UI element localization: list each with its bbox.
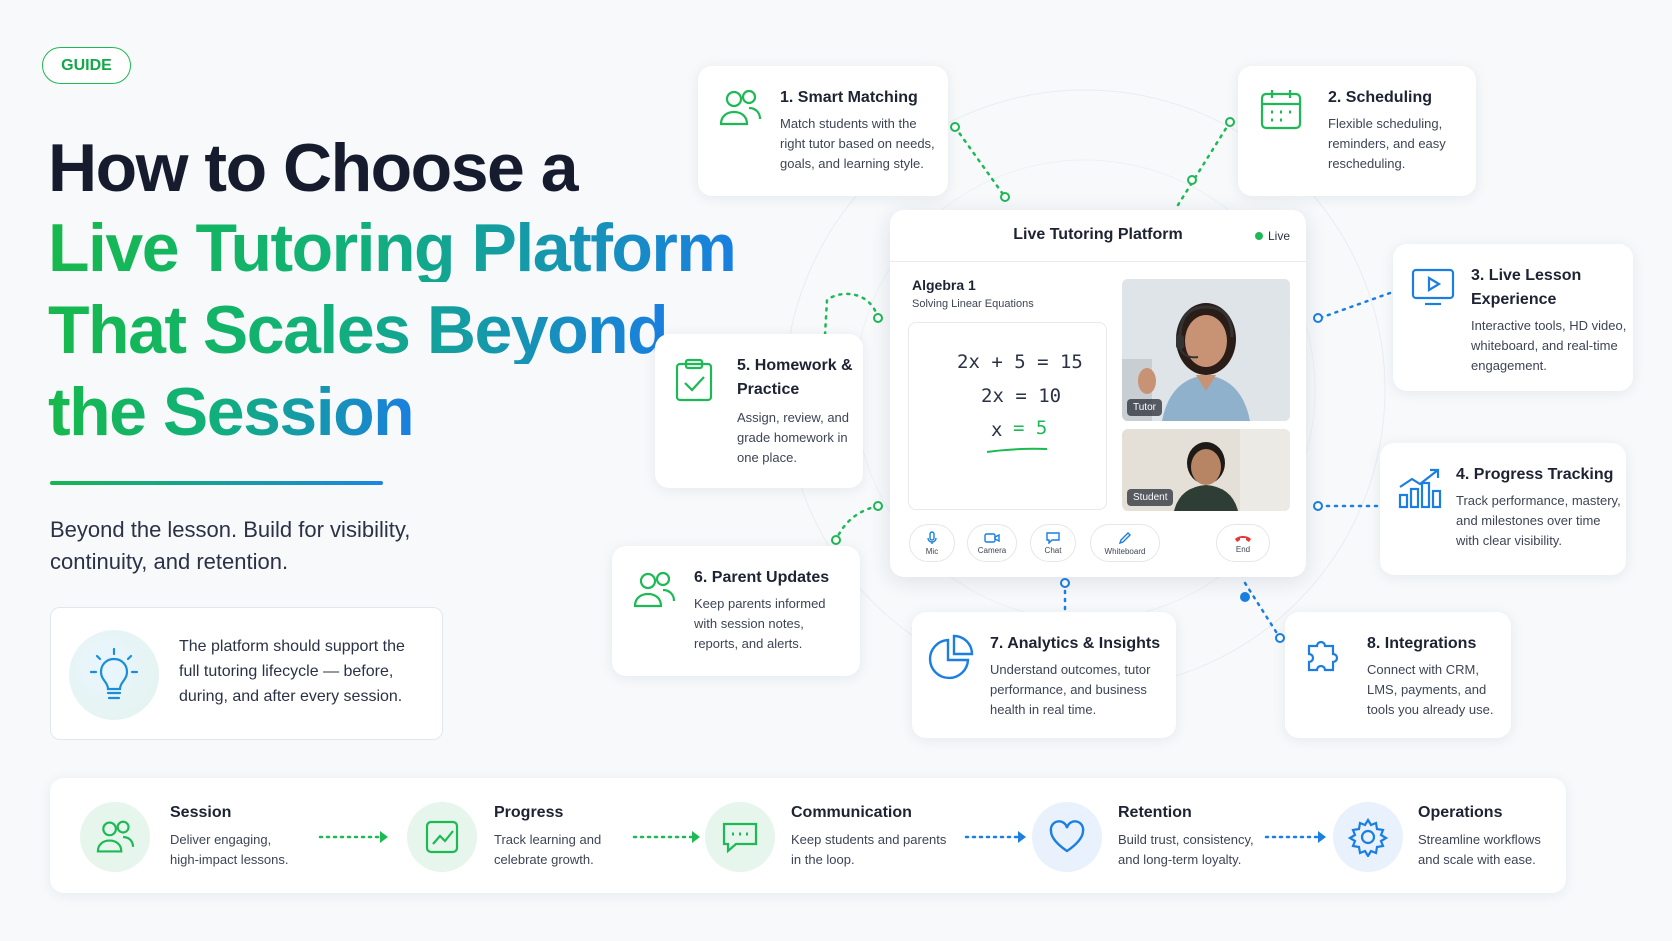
feature-desc: Assign, review, and grade homework in on…	[737, 410, 850, 465]
calendar-icon	[1260, 90, 1302, 130]
heart-icon	[1049, 820, 1085, 853]
lifecycle-callout: The platform should support the full tut…	[50, 607, 443, 740]
chat-button[interactable]: Chat	[1030, 524, 1076, 562]
step-title: Operations	[1418, 804, 1503, 821]
mic-icon	[927, 530, 937, 544]
feature-title: 4. Progress Tracking	[1456, 466, 1614, 483]
mic-button[interactable]: Mic	[909, 524, 955, 562]
live-dot-icon	[1254, 232, 1263, 240]
feature-desc: Keep parents informed with session notes…	[694, 596, 826, 651]
feature-card-progress-tracking[interactable]: 4. Progress Tracking Track performance, …	[1380, 443, 1626, 575]
step-title: Retention	[1118, 804, 1192, 821]
step-title: Communication	[791, 804, 912, 821]
pencil-icon	[1118, 531, 1131, 544]
chat-icon	[722, 822, 758, 854]
guide-tag: GUIDE	[42, 47, 131, 84]
step-title: Progress	[494, 804, 564, 821]
hang-up-icon	[1235, 535, 1251, 542]
feature-card-analytics[interactable]: 7. Analytics & Insights Understand outco…	[912, 612, 1176, 738]
feature-card-integrations[interactable]: 8. Integrations Connect with CRM, LMS, p…	[1285, 612, 1511, 738]
step-session-icon-wrap	[80, 802, 150, 872]
feature-desc: Flexible scheduling, reminders, and easy…	[1328, 116, 1446, 171]
whiteboard-button[interactable]: Whiteboard	[1090, 524, 1160, 562]
gear-icon	[1348, 817, 1388, 857]
student-label: Student	[1127, 489, 1174, 506]
feature-title: 7. Analytics & Insights	[990, 635, 1161, 652]
step-desc: Build trust, consistency, and long-term …	[1118, 832, 1254, 867]
feature-title: 5. Homework & Practice	[737, 357, 853, 398]
feature-card-live-lesson[interactable]: 3. Live Lesson Experience Interactive to…	[1393, 244, 1633, 391]
feature-card-homework[interactable]: 5. Homework & Practice Assign, review, a…	[655, 334, 863, 488]
hero-title-line-2: Live Tutoring Platform	[48, 210, 737, 286]
hero-title-line-3: That Scales Beyond	[48, 292, 669, 368]
tutor-label: Tutor	[1127, 399, 1162, 416]
chat-icon	[1046, 532, 1060, 544]
step-desc: Streamline workflows and scale with ease…	[1418, 832, 1541, 867]
equation-3-left: x	[991, 419, 1003, 441]
student-avatar	[1122, 429, 1290, 511]
step-desc: Keep students and parents in the loop.	[791, 832, 947, 867]
users-icon	[633, 571, 676, 608]
step-desc: Track learning and celebrate growth.	[494, 832, 602, 867]
whiteboard-area[interactable]: 2x + 5 = 15 2x = 10 x = 5	[908, 322, 1107, 510]
live-tutoring-panel: Live Tutoring Platform Live Algebra 1 So…	[890, 210, 1306, 577]
panel-header: Live Tutoring Platform Live	[890, 210, 1306, 262]
feature-desc: Connect with CRM, LMS, payments, and too…	[1367, 662, 1494, 717]
feature-desc: Interactive tools, HD video, whiteboard,…	[1471, 318, 1627, 373]
live-indicator: Live	[1254, 229, 1290, 243]
step-title: Session	[170, 804, 232, 821]
end-call-button[interactable]: End	[1216, 524, 1270, 562]
equation-2: 2x = 10	[981, 385, 1062, 407]
lightbulb-icon	[69, 630, 159, 720]
feature-card-scheduling[interactable]: 2. Scheduling Flexible scheduling, remin…	[1238, 66, 1476, 196]
tutor-avatar	[1122, 279, 1290, 421]
pie-chart-icon	[928, 634, 974, 680]
puzzle-icon	[1307, 640, 1339, 672]
feature-title: 1. Smart Matching	[780, 89, 918, 106]
title-divider	[50, 481, 383, 485]
clipboard-check-icon	[675, 358, 713, 402]
workflow-strip: Session Deliver engaging, high-impact le…	[50, 778, 1566, 893]
bar-chart-icon	[1398, 468, 1442, 509]
equation-1: 2x + 5 = 15	[957, 351, 1083, 373]
step-operations-icon-wrap	[1333, 802, 1403, 872]
monitor-play-icon	[1411, 268, 1455, 306]
callout-text: The platform should support the full tut…	[179, 638, 405, 705]
feature-desc: Match students with the right tutor base…	[780, 116, 935, 171]
feature-title: 3. Live Lesson Experience	[1471, 267, 1582, 308]
lesson-name: Solving Linear Equations	[912, 298, 1034, 310]
camera-icon	[984, 532, 1000, 543]
student-video[interactable]: Student	[1122, 429, 1290, 511]
step-desc: Deliver engaging, high-impact lessons.	[170, 832, 289, 867]
feature-title: 2. Scheduling	[1328, 89, 1433, 106]
users-icon	[96, 820, 135, 853]
panel-title: Live Tutoring Platform	[1013, 226, 1183, 243]
step-communication-icon-wrap	[705, 802, 775, 872]
live-label: Live	[1267, 229, 1290, 243]
answer-underline	[986, 447, 1048, 453]
tutor-video[interactable]: Tutor	[1122, 279, 1290, 421]
feature-card-smart-matching[interactable]: 1. Smart Matching Match students with th…	[698, 66, 948, 196]
chat-label: Chat	[1044, 546, 1062, 555]
mic-label: Mic	[925, 546, 939, 556]
hero-title-line-4: the Session	[48, 374, 415, 450]
hero-title-line-1: How to Choose a	[48, 130, 579, 206]
subtitle: Beyond the lesson. Build for visibility,…	[50, 517, 411, 574]
end-label: End	[1235, 544, 1251, 554]
feature-card-parent-updates[interactable]: 6. Parent Updates Keep parents informed …	[612, 546, 860, 676]
feature-title: 6. Parent Updates	[694, 569, 830, 586]
equation-3-answer: = 5	[1013, 417, 1048, 439]
course-name: Algebra 1	[912, 277, 976, 293]
trend-chart-icon	[425, 820, 459, 854]
camera-button[interactable]: Camera	[967, 524, 1017, 562]
feature-desc: Track performance, mastery, and mileston…	[1456, 493, 1621, 548]
camera-label: Camera	[977, 545, 1007, 555]
feature-desc: Understand outcomes, tutor performance, …	[990, 662, 1151, 717]
step-retention-icon-wrap	[1032, 802, 1102, 872]
users-icon	[719, 89, 762, 126]
feature-title: 8. Integrations	[1367, 635, 1477, 652]
step-arrows	[318, 831, 1326, 843]
whiteboard-label: Whiteboard	[1104, 546, 1146, 556]
step-progress-icon-wrap	[407, 802, 477, 872]
